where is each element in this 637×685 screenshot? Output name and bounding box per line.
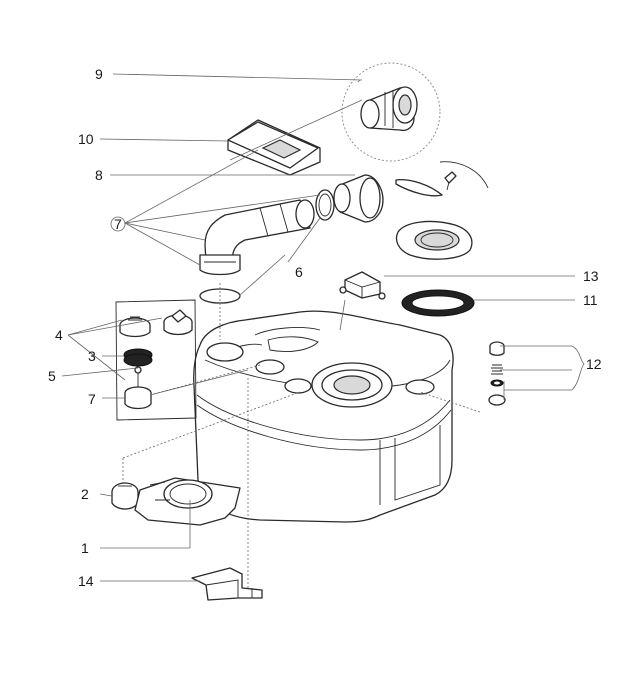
wire-clip (439, 161, 489, 189)
outlet-elbow-pipe (199, 199, 315, 276)
tank-seal (401, 289, 475, 317)
tank-outlet-spout (206, 342, 244, 362)
label-7-top: 7 (114, 216, 122, 232)
label-10: 10 (78, 131, 94, 147)
cap-seal (123, 348, 153, 367)
waste-tank (193, 310, 454, 523)
mounting-bracket (191, 567, 263, 601)
label-8: 8 (95, 167, 103, 183)
label-13: 13 (583, 268, 599, 284)
outlet-nut (333, 174, 384, 223)
label-9: 9 (95, 66, 103, 82)
label-7-circle (110, 216, 126, 232)
leader-lines (61, 73, 585, 582)
valve-kit (488, 341, 506, 406)
label-2: 2 (81, 486, 89, 502)
tank-base-mount (134, 477, 241, 526)
vent-cap (163, 309, 193, 336)
dotted-guides (122, 283, 481, 590)
label-14: 14 (78, 573, 94, 589)
cap-group-frame (115, 299, 197, 421)
level-indicator-cover (227, 119, 321, 176)
label-4: 4 (55, 327, 63, 343)
label-3: 3 (88, 348, 96, 364)
label-11: 11 (583, 292, 598, 308)
level-sensor (339, 271, 386, 300)
valve-plate (395, 220, 473, 260)
label-6: 6 (295, 264, 303, 280)
label-7-bottom: 7 (88, 391, 96, 407)
rotating-spout-cap (111, 482, 139, 510)
seal-ring-pipe (315, 189, 335, 221)
label-12: 12 (586, 356, 602, 372)
bayonet-coupling-detail (341, 62, 441, 162)
pour-cap (119, 316, 151, 338)
label-5: 5 (48, 368, 56, 384)
valve-blade (395, 179, 443, 197)
part-labels: 9 10 8 7 6 13 11 4 3 5 7 12 2 1 14 (48, 66, 602, 589)
vent-valve (124, 366, 152, 410)
label-1: 1 (81, 540, 89, 556)
screw (444, 171, 457, 191)
